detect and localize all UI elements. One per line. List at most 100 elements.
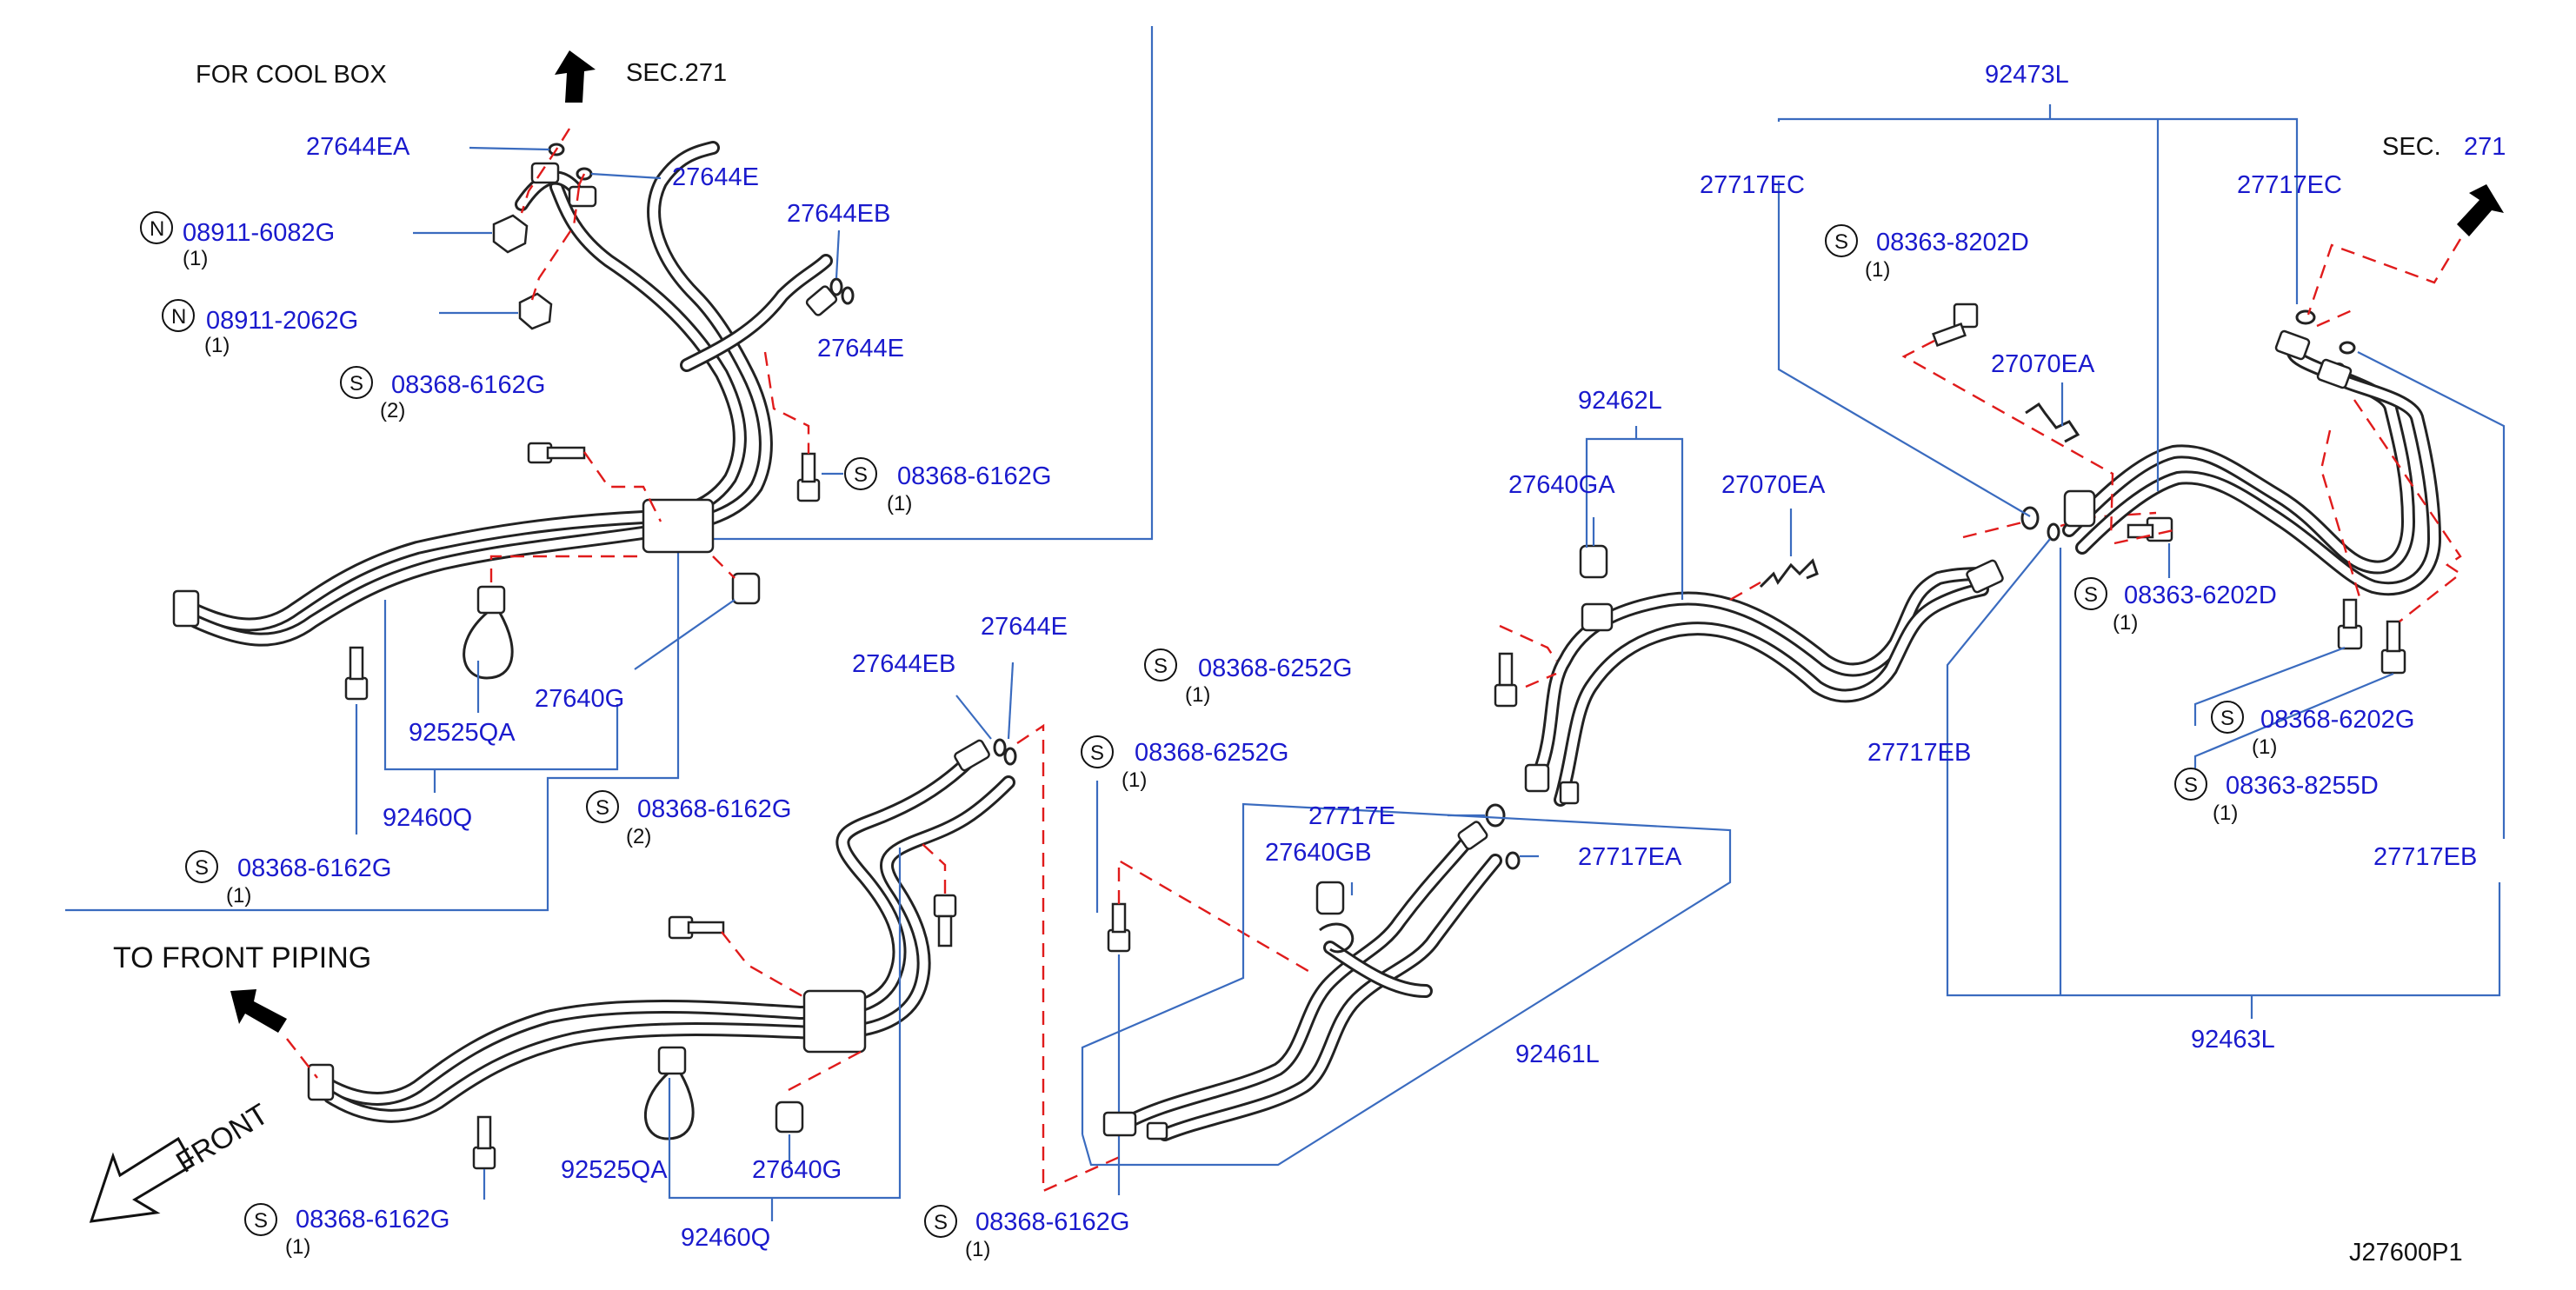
part-label-27644E[interactable]: 27644E <box>672 163 759 191</box>
wire-clip-icon <box>644 1046 695 1140</box>
right-guide-lines <box>1901 238 2463 622</box>
s-prefix-badge <box>2074 577 2107 610</box>
o-ring-icon <box>2047 522 2060 542</box>
right-small-parts <box>1932 303 2406 675</box>
part-label-27717EB[interactable]: 27717EB <box>1867 739 1971 767</box>
lower-left-small-parts <box>472 738 1131 1170</box>
svg-text:S: S <box>2084 583 2098 607</box>
part-label-08368-6252G[interactable]: 08368-6252G <box>1135 739 1288 767</box>
part-label-92525QA[interactable]: 92525QA <box>409 719 516 747</box>
part-label-92460Q[interactable]: 92460Q <box>681 1224 770 1252</box>
arrow-upleft-icon <box>230 989 287 1033</box>
part-label-92462L[interactable]: 92462L <box>1578 387 1662 415</box>
grommet-icon <box>1579 544 1608 579</box>
s-prefix-badge <box>586 790 619 823</box>
part-label-08911-2062G[interactable]: 08911-2062G <box>206 307 358 335</box>
part-label-08368-6162G[interactable]: 08368-6162G <box>391 371 545 399</box>
upper-left-small-parts <box>344 143 855 701</box>
svg-text:S: S <box>596 796 609 820</box>
part-label-27644EB[interactable]: 27644EB <box>787 200 890 228</box>
for-cool-box-note: FOR COOL BOX <box>196 61 387 89</box>
part-label-27640GA[interactable]: 27640GA <box>1508 471 1615 499</box>
part-label-27070EA[interactable]: 27070EA <box>1991 350 2095 378</box>
quantity: (1) <box>965 1238 990 1261</box>
lower-left-guide-lines <box>286 723 1314 1193</box>
bolt-icon <box>796 452 821 502</box>
part-label-08368-6162G[interactable]: 08368-6162G <box>975 1208 1129 1236</box>
front-direction-note: FRONT <box>170 1098 274 1180</box>
sec-right-note: SEC. <box>2382 133 2441 161</box>
s-prefix-badge <box>340 366 373 399</box>
quantity: (1) <box>2252 735 2277 759</box>
bolt-icon <box>2127 516 2173 542</box>
labels: FOR COOL BOX SEC.271 SEC. 271 TO FRONT P… <box>113 59 2506 1267</box>
bolt-icon <box>2337 598 2363 650</box>
svg-text:N: N <box>171 305 186 329</box>
o-ring-icon <box>2295 309 2316 325</box>
front-arrow-icon <box>89 1136 196 1223</box>
svg-text:S: S <box>195 856 209 880</box>
part-label-27717E[interactable]: 27717E <box>1308 802 1395 830</box>
o-ring-icon <box>1485 803 1506 828</box>
part-label-27717EB[interactable]: 27717EB <box>2373 843 2477 871</box>
part-label-08368-6162G[interactable]: 08368-6162G <box>296 1206 449 1233</box>
svg-text:S: S <box>1834 230 1848 254</box>
s-prefix-badge <box>924 1205 957 1238</box>
part-label-27644E[interactable]: 27644E <box>981 613 1068 641</box>
part-label-08363-8255D[interactable]: 08363-8255D <box>2226 772 2379 800</box>
part-label-08368-6252G[interactable]: 08368-6252G <box>1198 655 1352 682</box>
svg-text:S: S <box>2220 707 2234 730</box>
bolt-icon <box>933 894 957 948</box>
part-label-27644E[interactable]: 27644E <box>817 335 904 362</box>
quantity: (1) <box>1865 258 1890 282</box>
part-label-27717EC[interactable]: 27717EC <box>2237 171 2342 199</box>
part-label-08363-8202D[interactable]: 08363-8202D <box>1876 229 2029 256</box>
part-label-27644EB[interactable]: 27644EB <box>852 650 955 678</box>
upper-left-guide-lines <box>489 128 810 582</box>
bolt-icon <box>2380 620 2406 675</box>
svg-text:S: S <box>349 372 363 396</box>
wire-clip-icon <box>463 585 514 680</box>
s-prefix-badge <box>1144 648 1177 682</box>
part-label-27640G[interactable]: 27640G <box>535 685 624 713</box>
part-label-92525QA[interactable]: 92525QA <box>561 1156 668 1184</box>
part-label-08911-6082G[interactable]: 08911-6082G <box>183 219 335 247</box>
right-leaders <box>1777 104 2506 1019</box>
quantity: (1) <box>226 884 251 908</box>
o-ring-icon <box>1505 851 1521 870</box>
right-pipe-assembly <box>2062 329 2441 596</box>
sec-271-right-note[interactable]: 271 <box>2464 133 2506 161</box>
part-label-27070EA[interactable]: 27070EA <box>1721 471 1826 499</box>
s-prefix-badge <box>244 1203 277 1236</box>
upper-left-leaders <box>355 146 843 835</box>
part-label-92473L[interactable]: 92473L <box>1985 61 2069 89</box>
part-label-92460Q[interactable]: 92460Q <box>383 804 472 832</box>
part-label-27640GB[interactable]: 27640GB <box>1265 839 1372 867</box>
quantity: (1) <box>1185 683 1210 707</box>
part-label-08368-6162G[interactable]: 08368-6162G <box>897 462 1051 490</box>
lower-left-pipe-assembly <box>307 739 1015 1123</box>
n-prefix-badge <box>140 211 173 244</box>
quantity: (1) <box>1122 768 1147 792</box>
quantity: (1) <box>285 1235 310 1259</box>
part-label-92463L[interactable]: 92463L <box>2191 1026 2275 1054</box>
part-label-27644EA[interactable]: 27644EA <box>306 133 410 161</box>
part-label-27717EA[interactable]: 27717EA <box>1578 843 1682 871</box>
center-pipe-assembly <box>1102 559 2004 1141</box>
bolt-icon <box>527 442 586 464</box>
bolt-icon <box>1494 652 1518 708</box>
part-label-08368-6202G[interactable]: 08368-6202G <box>2260 706 2414 734</box>
part-label-27640G[interactable]: 27640G <box>752 1156 842 1184</box>
grommet-icon <box>1315 881 1345 915</box>
part-label-08368-6162G[interactable]: 08368-6162G <box>637 795 791 823</box>
arrow-upright-icon <box>2457 184 2504 236</box>
part-label-27717EC[interactable]: 27717EC <box>1700 171 1805 199</box>
part-label-08368-6162G[interactable]: 08368-6162G <box>237 854 391 882</box>
part-label-92461L[interactable]: 92461L <box>1515 1041 1600 1068</box>
sec-271-left-note: SEC.271 <box>626 59 727 87</box>
bolt-icon <box>1932 303 1979 347</box>
s-prefix-badge <box>185 850 218 883</box>
gasket-icon <box>1759 558 1819 588</box>
svg-text:S: S <box>1154 655 1168 678</box>
part-label-08363-6202D[interactable]: 08363-6202D <box>2124 582 2277 609</box>
